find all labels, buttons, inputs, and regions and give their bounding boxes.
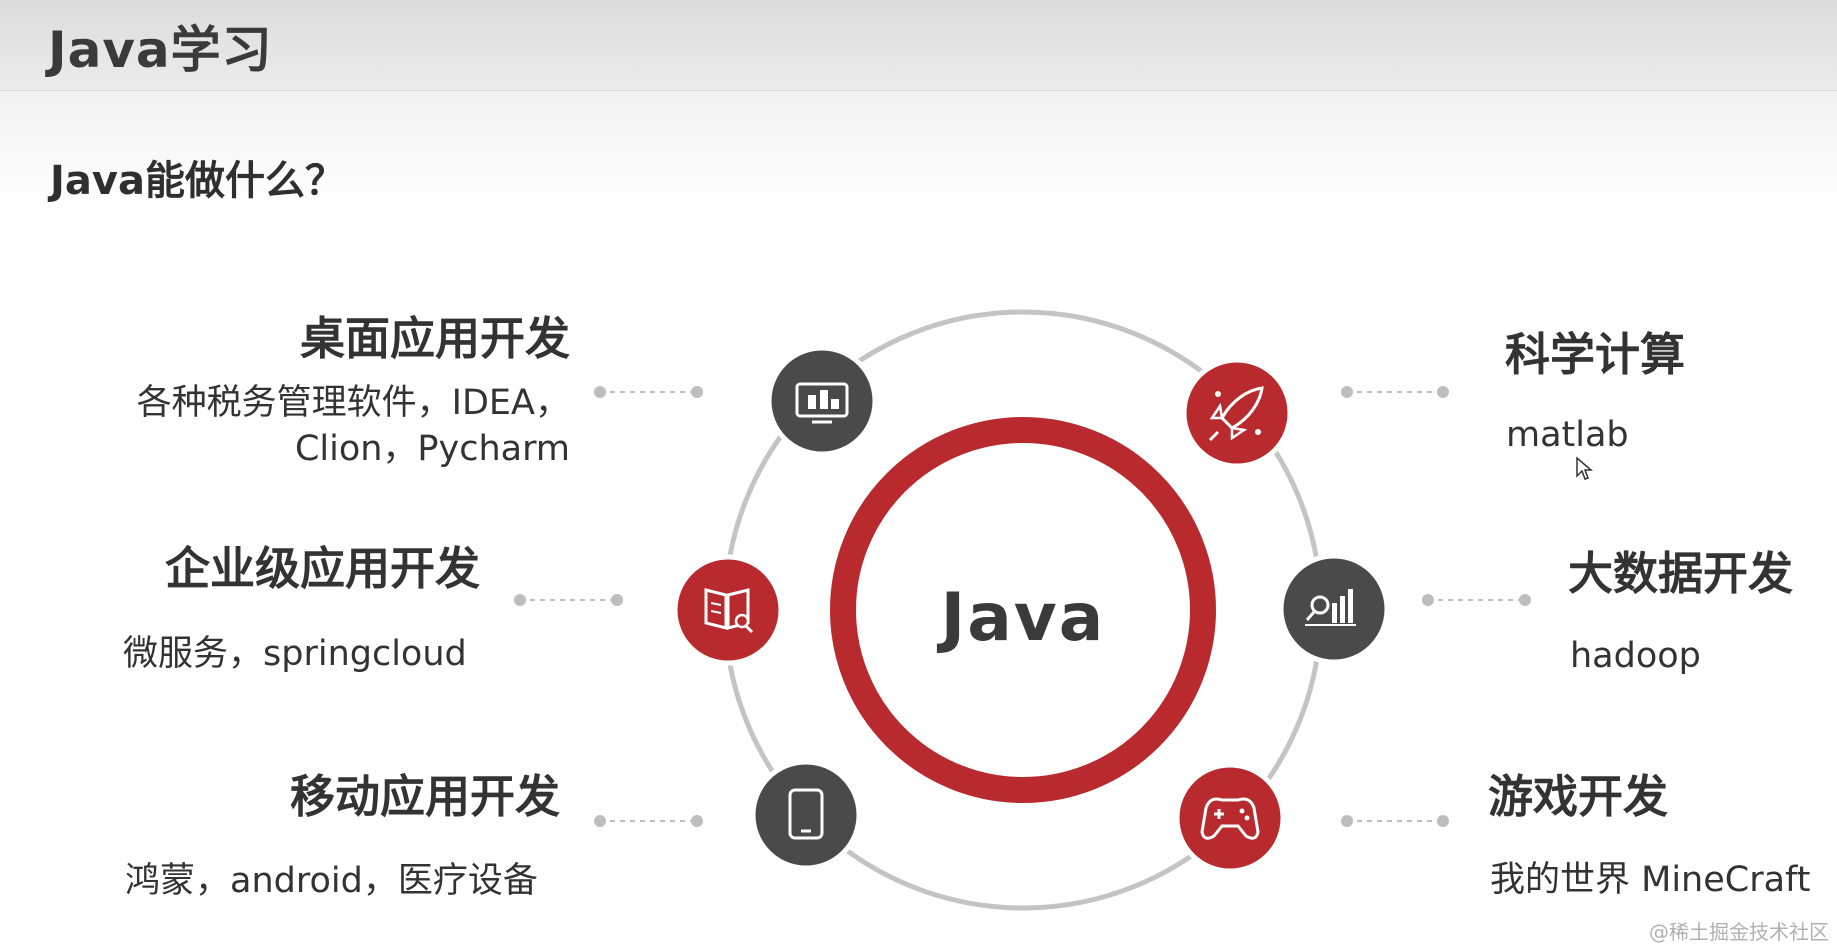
desc-scientific-computing: matlab	[1506, 415, 1629, 455]
heading-desktop-dev: 桌面应用开发	[299, 312, 570, 365]
book-search-icon	[672, 554, 784, 666]
desc-desktop-line1: 各种税务管理软件，IDEA，	[136, 383, 570, 423]
heading-mobile-dev: 移动应用开发	[289, 770, 560, 823]
tablet-icon	[750, 759, 862, 871]
desc-desktop-dev: 各种税务管理软件，IDEA， Clion，Pycharm	[70, 380, 570, 472]
header-shade	[0, 91, 1837, 211]
gamepad-icon	[1174, 762, 1286, 874]
desc-enterprise-dev: 微服务，springcloud	[123, 634, 467, 674]
rocket-icon	[1181, 357, 1293, 469]
monitor-icon	[766, 345, 878, 457]
heading-big-data-dev: 大数据开发	[1568, 547, 1794, 600]
page-title: Java学习	[48, 21, 273, 79]
desc-game-dev: 我的世界 MineCraft	[1490, 860, 1811, 900]
mouse-cursor-icon	[1576, 456, 1593, 480]
desc-desktop-line2: Clion，Pycharm	[294, 429, 570, 469]
heading-scientific-computing: 科学计算	[1505, 328, 1686, 381]
desc-mobile-dev: 鸿蒙，android，医疗设备	[125, 861, 538, 901]
watermark: @稀土掘金技术社区	[1649, 920, 1829, 944]
center-ring	[830, 417, 1216, 803]
heading-enterprise-dev: 企业级应用开发	[164, 542, 480, 595]
desc-big-data-dev: hadoop	[1570, 636, 1701, 676]
heading-game-dev: 游戏开发	[1488, 770, 1669, 823]
chart-search-icon	[1278, 553, 1390, 665]
page-subtitle: Java能做什么？	[50, 158, 345, 204]
center-java-label: Java	[940, 579, 1106, 656]
connectors	[514, 386, 1531, 827]
title-bar	[0, 0, 1837, 91]
